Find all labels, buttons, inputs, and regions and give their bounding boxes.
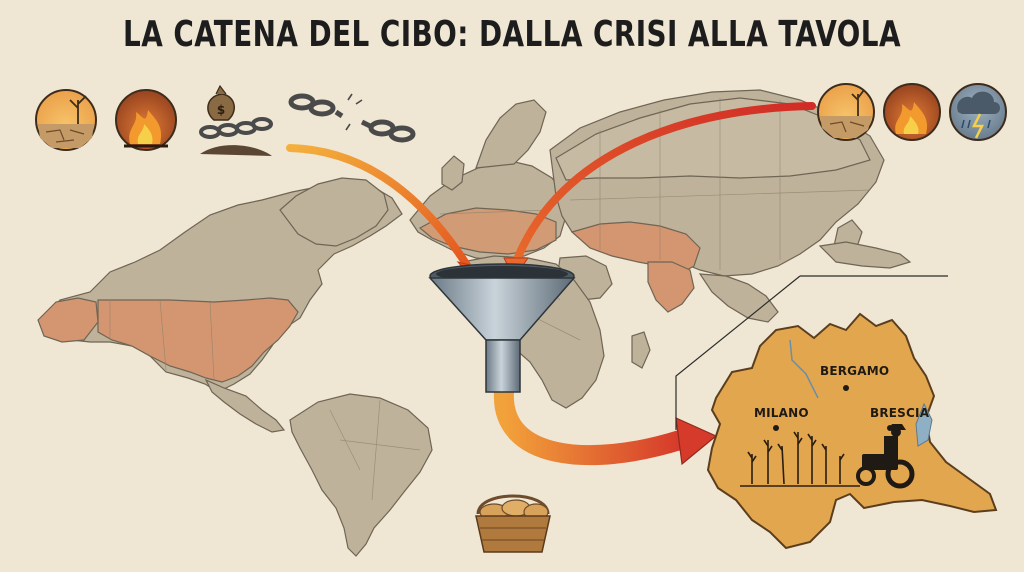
southeast-asia [698,273,779,323]
wheat-icon [740,431,860,487]
callout-lines [675,275,948,430]
funnel-icon [428,263,576,393]
bergamo-dot [843,385,849,391]
arrow-funnel-to-region [493,382,690,466]
arrow-out-head [675,417,718,466]
city-label-milano: MILANO [754,406,809,420]
broken-chain-icon [288,93,416,143]
svg-text:$: $ [217,103,225,117]
usa-region [97,297,299,383]
storm-icon [949,83,1007,141]
flow-arrows [286,102,816,466]
india-region [647,261,695,313]
scandinavia [475,99,547,169]
tractor-icon [856,424,915,489]
city-label-brescia: BRESCIA [870,406,930,420]
milano-dot [773,425,779,431]
river [789,339,819,399]
lombardy-region [706,312,998,550]
lombardy-map [706,312,998,550]
south-america [289,393,433,557]
south-asia-highlight [570,221,701,275]
bread-basket-icon [475,494,551,553]
alaska-region [37,297,99,343]
greenland [279,177,389,247]
arrow-left-to-funnel [286,144,474,274]
continents [37,89,912,557]
drought-icon-right [817,83,875,141]
russia-region [555,97,871,181]
east-islands [818,241,912,269]
city-label-bergamo: BERGAMO [820,364,890,378]
wildfire-icon [115,89,177,151]
madagascar [631,331,651,369]
great-britain [441,155,465,191]
money-bag-chain-icon: $ [199,84,273,156]
lake [915,402,933,447]
page-title: LA CATENA DEL CIBO: DALLA CRISI ALLA TAV… [123,14,901,55]
arrow-right-to-funnel [512,102,816,266]
wildfire-icon-right [883,83,941,141]
central-america [204,378,286,433]
drought-icon [35,89,97,151]
